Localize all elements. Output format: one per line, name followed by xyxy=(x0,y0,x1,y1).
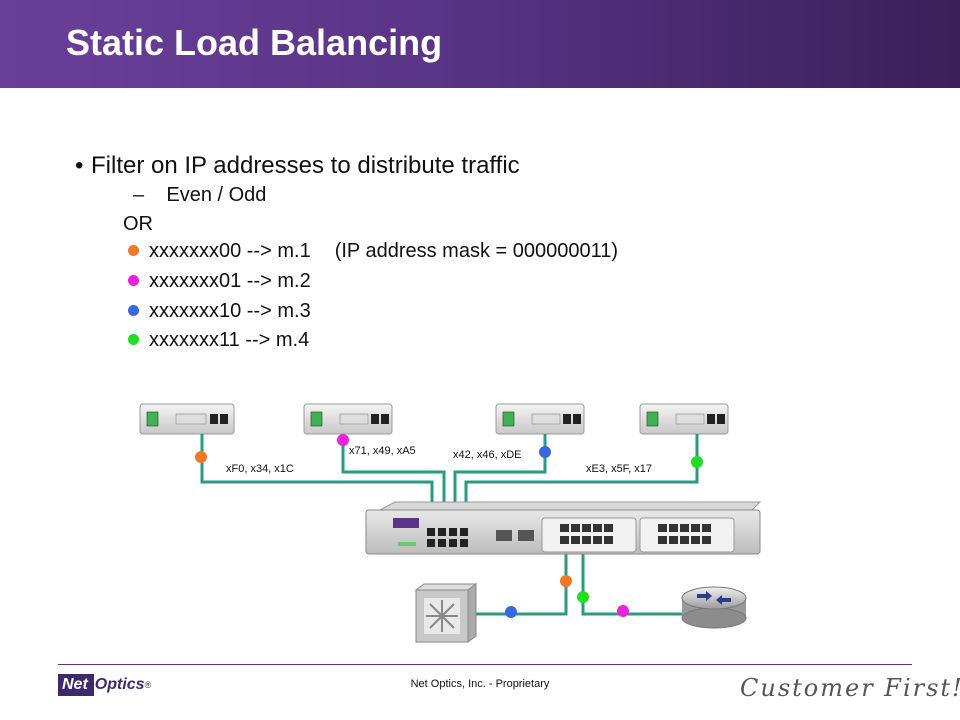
link-router xyxy=(581,540,682,616)
rule-text: xxxxxxx00 --> m.1 xyxy=(149,240,311,262)
marker-green-link xyxy=(577,591,589,603)
monitor-device-2 xyxy=(303,403,393,435)
or-text: OR xyxy=(123,213,153,235)
rule-item: xxxxxxx11 --> m.4 xyxy=(128,329,309,352)
logo-net: Net xyxy=(58,674,94,696)
main-bullet: • Filter on IP addresses to distribute tr… xyxy=(75,152,520,180)
rule-item: xxxxxxx00 --> m.1 (IP address mask = 0000… xyxy=(128,240,618,263)
rule-item: xxxxxxx10 --> m.3 xyxy=(128,300,311,323)
network-diagram: xF0, x34, x1C x71, x49, xA5 x42, x46, xD… xyxy=(139,403,762,643)
marker-dot xyxy=(128,245,139,256)
marker-green-monitor xyxy=(691,456,703,468)
marker-dot xyxy=(128,334,139,345)
monitor-label-3: x42, x46, xDE xyxy=(453,449,521,461)
marker-orange-link xyxy=(560,575,572,587)
rule-text: xxxxxxx01 --> m.2 xyxy=(149,270,311,292)
rule-text: xxxxxxx10 --> m.3 xyxy=(149,300,311,322)
rule-note: (IP address mask = 000000011) xyxy=(334,240,619,262)
tagline: Customer First! xyxy=(740,674,960,702)
sub-bullet-text: Even / Odd xyxy=(166,184,267,206)
marker-magenta-link xyxy=(617,605,629,617)
monitor-device-4 xyxy=(639,403,729,435)
logo-optics: Optics xyxy=(94,676,145,693)
slide-title: Static Load Balancing xyxy=(66,22,443,63)
monitor-label-1: xF0, x34, x1C xyxy=(226,463,294,475)
footer-text: Net Optics, Inc. - Proprietary xyxy=(410,678,550,690)
link-switch xyxy=(472,540,568,616)
logo-registered: ® xyxy=(144,680,152,690)
title-bar: Static Load Balancing xyxy=(0,0,960,88)
load-balancer-appliance xyxy=(365,501,762,555)
marker-orange-monitor xyxy=(195,451,207,463)
sub-dash: – xyxy=(133,184,145,206)
monitor-device-3 xyxy=(495,403,585,435)
marker-dot xyxy=(128,305,139,316)
marker-dot xyxy=(128,275,139,286)
monitor-device-1 xyxy=(139,403,235,435)
rule-item: xxxxxxx01 --> m.2 xyxy=(128,270,311,293)
rule-text: xxxxxxx11 --> m.4 xyxy=(149,329,310,351)
main-bullet-text: Filter on IP addresses to distribute tra… xyxy=(91,152,520,179)
network-switch xyxy=(414,583,478,643)
router xyxy=(681,586,747,629)
monitor-label-4: xE3, x5F, x17 xyxy=(586,463,652,475)
footer-divider xyxy=(58,664,912,665)
marker-blue-monitor xyxy=(539,446,551,458)
sub-bullet: – Even / Odd xyxy=(133,184,266,207)
marker-magenta-monitor xyxy=(337,434,349,446)
bullet-dot: • xyxy=(75,152,84,179)
monitor-label-2: x71, x49, xA5 xyxy=(349,445,416,457)
marker-blue-link xyxy=(505,606,517,618)
